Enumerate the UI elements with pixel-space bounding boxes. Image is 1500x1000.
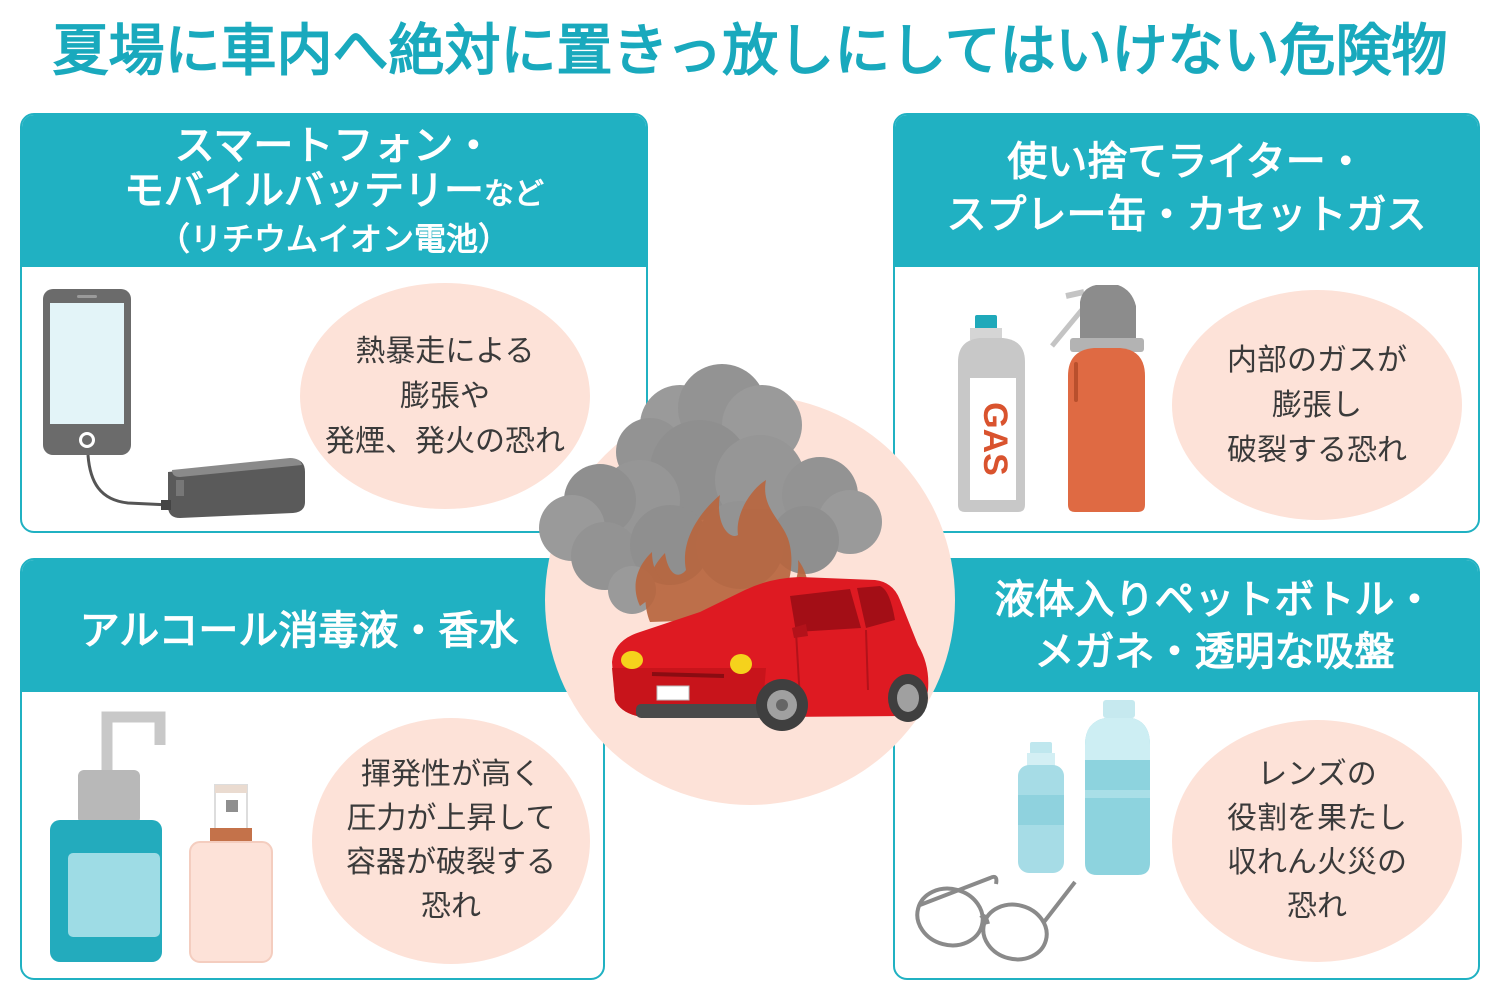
risk-bubble: レンズの 役割を果たし 収れん火災の 恐れ — [1172, 720, 1462, 962]
risk-bubble: 内部のガスが 膨張し 破裂する恐れ — [1172, 290, 1462, 520]
risk-line: 膨張や — [400, 378, 490, 414]
risk-line: 破裂する恐れ — [1227, 432, 1407, 468]
header-line: 使い捨てライター・ — [1007, 138, 1366, 185]
risk-line: 恐れ — [1287, 889, 1347, 924]
header-line: メガネ・透明な吸盤 — [1034, 629, 1395, 675]
panel-alcohol-perfume: アルコール消毒液・香水 揮発性が高く 圧力が上昇して 容器が破裂する 恐れ — [20, 558, 605, 980]
panel-bottles-glasses: 液体入りペットボトル・ メガネ・透明な吸盤 レンズの 役割を果たし 収れん火災の… — [893, 558, 1480, 980]
header-line: アルコール消毒液・香水 — [79, 607, 519, 654]
header-subline: （リチウムイオン電池） — [157, 220, 510, 258]
header-line-suffix: など — [484, 177, 544, 212]
header-line: 液体入りペットボトル・ — [994, 577, 1435, 623]
risk-line: 発煙、発火の恐れ — [325, 423, 565, 459]
risk-line: 揮発性が高く — [361, 757, 541, 792]
risk-line: 熱暴走による — [355, 333, 535, 369]
header-line-main: モバイルバッテリー — [124, 168, 484, 214]
car-icon — [612, 577, 929, 731]
risk-line: 膨張し — [1272, 387, 1362, 423]
risk-bubble: 熱暴走による 膨張や 発煙、発火の恐れ — [300, 283, 590, 509]
flame-icon — [635, 480, 809, 622]
header-line: スプレー缶・カセットガス — [946, 191, 1427, 238]
risk-line: 役割を果たし — [1227, 801, 1407, 836]
header-line: スマートフォン・ — [174, 123, 494, 169]
risk-line: レンズの — [1257, 757, 1377, 792]
risk-line: 容器が破裂する — [346, 845, 556, 880]
panel-lighter-spray-gas: 使い捨てライター・ スプレー缶・カセットガス 内部のガスが 膨張し 破裂する恐れ — [893, 113, 1480, 533]
risk-line: 恐れ — [421, 889, 481, 924]
panel-smartphone-battery: スマートフォン・ モバイルバッテリーなど （リチウムイオン電池） 熱暴走による … — [20, 113, 648, 533]
header-line: モバイルバッテリーなど — [124, 169, 544, 217]
panel-header: スマートフォン・ モバイルバッテリーなど （リチウムイオン電池） — [22, 115, 646, 267]
panel-header: アルコール消毒液・香水 — [22, 560, 603, 692]
risk-line: 収れん火災の — [1227, 845, 1407, 880]
risk-line: 内部のガスが — [1227, 342, 1407, 378]
risk-bubble: 揮発性が高く 圧力が上昇して 容器が破裂する 恐れ — [312, 718, 590, 964]
panel-header: 使い捨てライター・ スプレー缶・カセットガス — [895, 115, 1478, 267]
page-title: 夏場に車内へ絶対に置きっ放しにしてはいけない危険物 — [52, 19, 1448, 84]
risk-line: 圧力が上昇して — [346, 801, 556, 836]
panel-header: 液体入りペットボトル・ メガネ・透明な吸盤 — [895, 560, 1478, 692]
